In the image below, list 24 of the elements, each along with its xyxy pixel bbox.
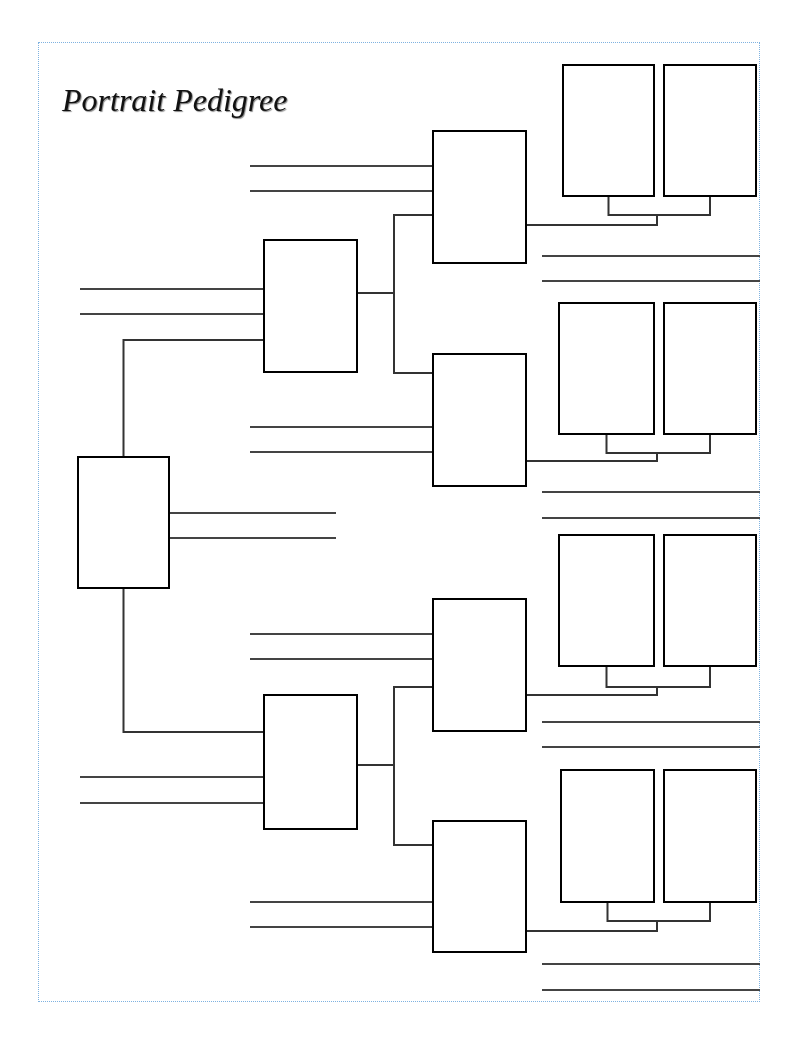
title: Portrait Pedigree bbox=[62, 82, 288, 119]
connector-line bbox=[526, 196, 711, 226]
portrait-box bbox=[663, 769, 757, 903]
connector-line bbox=[357, 292, 433, 374]
portrait-box bbox=[432, 820, 527, 953]
connector-line bbox=[122, 588, 264, 733]
portrait-box bbox=[663, 534, 757, 667]
portrait-box bbox=[77, 456, 170, 589]
connector-line bbox=[526, 666, 711, 696]
portrait-box bbox=[663, 64, 757, 197]
portrait-box bbox=[432, 353, 527, 487]
connector-line bbox=[526, 434, 711, 462]
portrait-box bbox=[663, 302, 757, 435]
portrait-box bbox=[432, 130, 527, 264]
portrait-box bbox=[558, 534, 655, 667]
portrait-box bbox=[560, 769, 655, 903]
connector-line bbox=[122, 339, 264, 457]
portrait-box bbox=[263, 239, 358, 373]
portrait-box bbox=[558, 302, 655, 435]
connector-line bbox=[357, 764, 433, 846]
portrait-box bbox=[263, 694, 358, 830]
portrait-box bbox=[562, 64, 655, 197]
connector-line bbox=[526, 902, 711, 932]
portrait-box bbox=[432, 598, 527, 732]
